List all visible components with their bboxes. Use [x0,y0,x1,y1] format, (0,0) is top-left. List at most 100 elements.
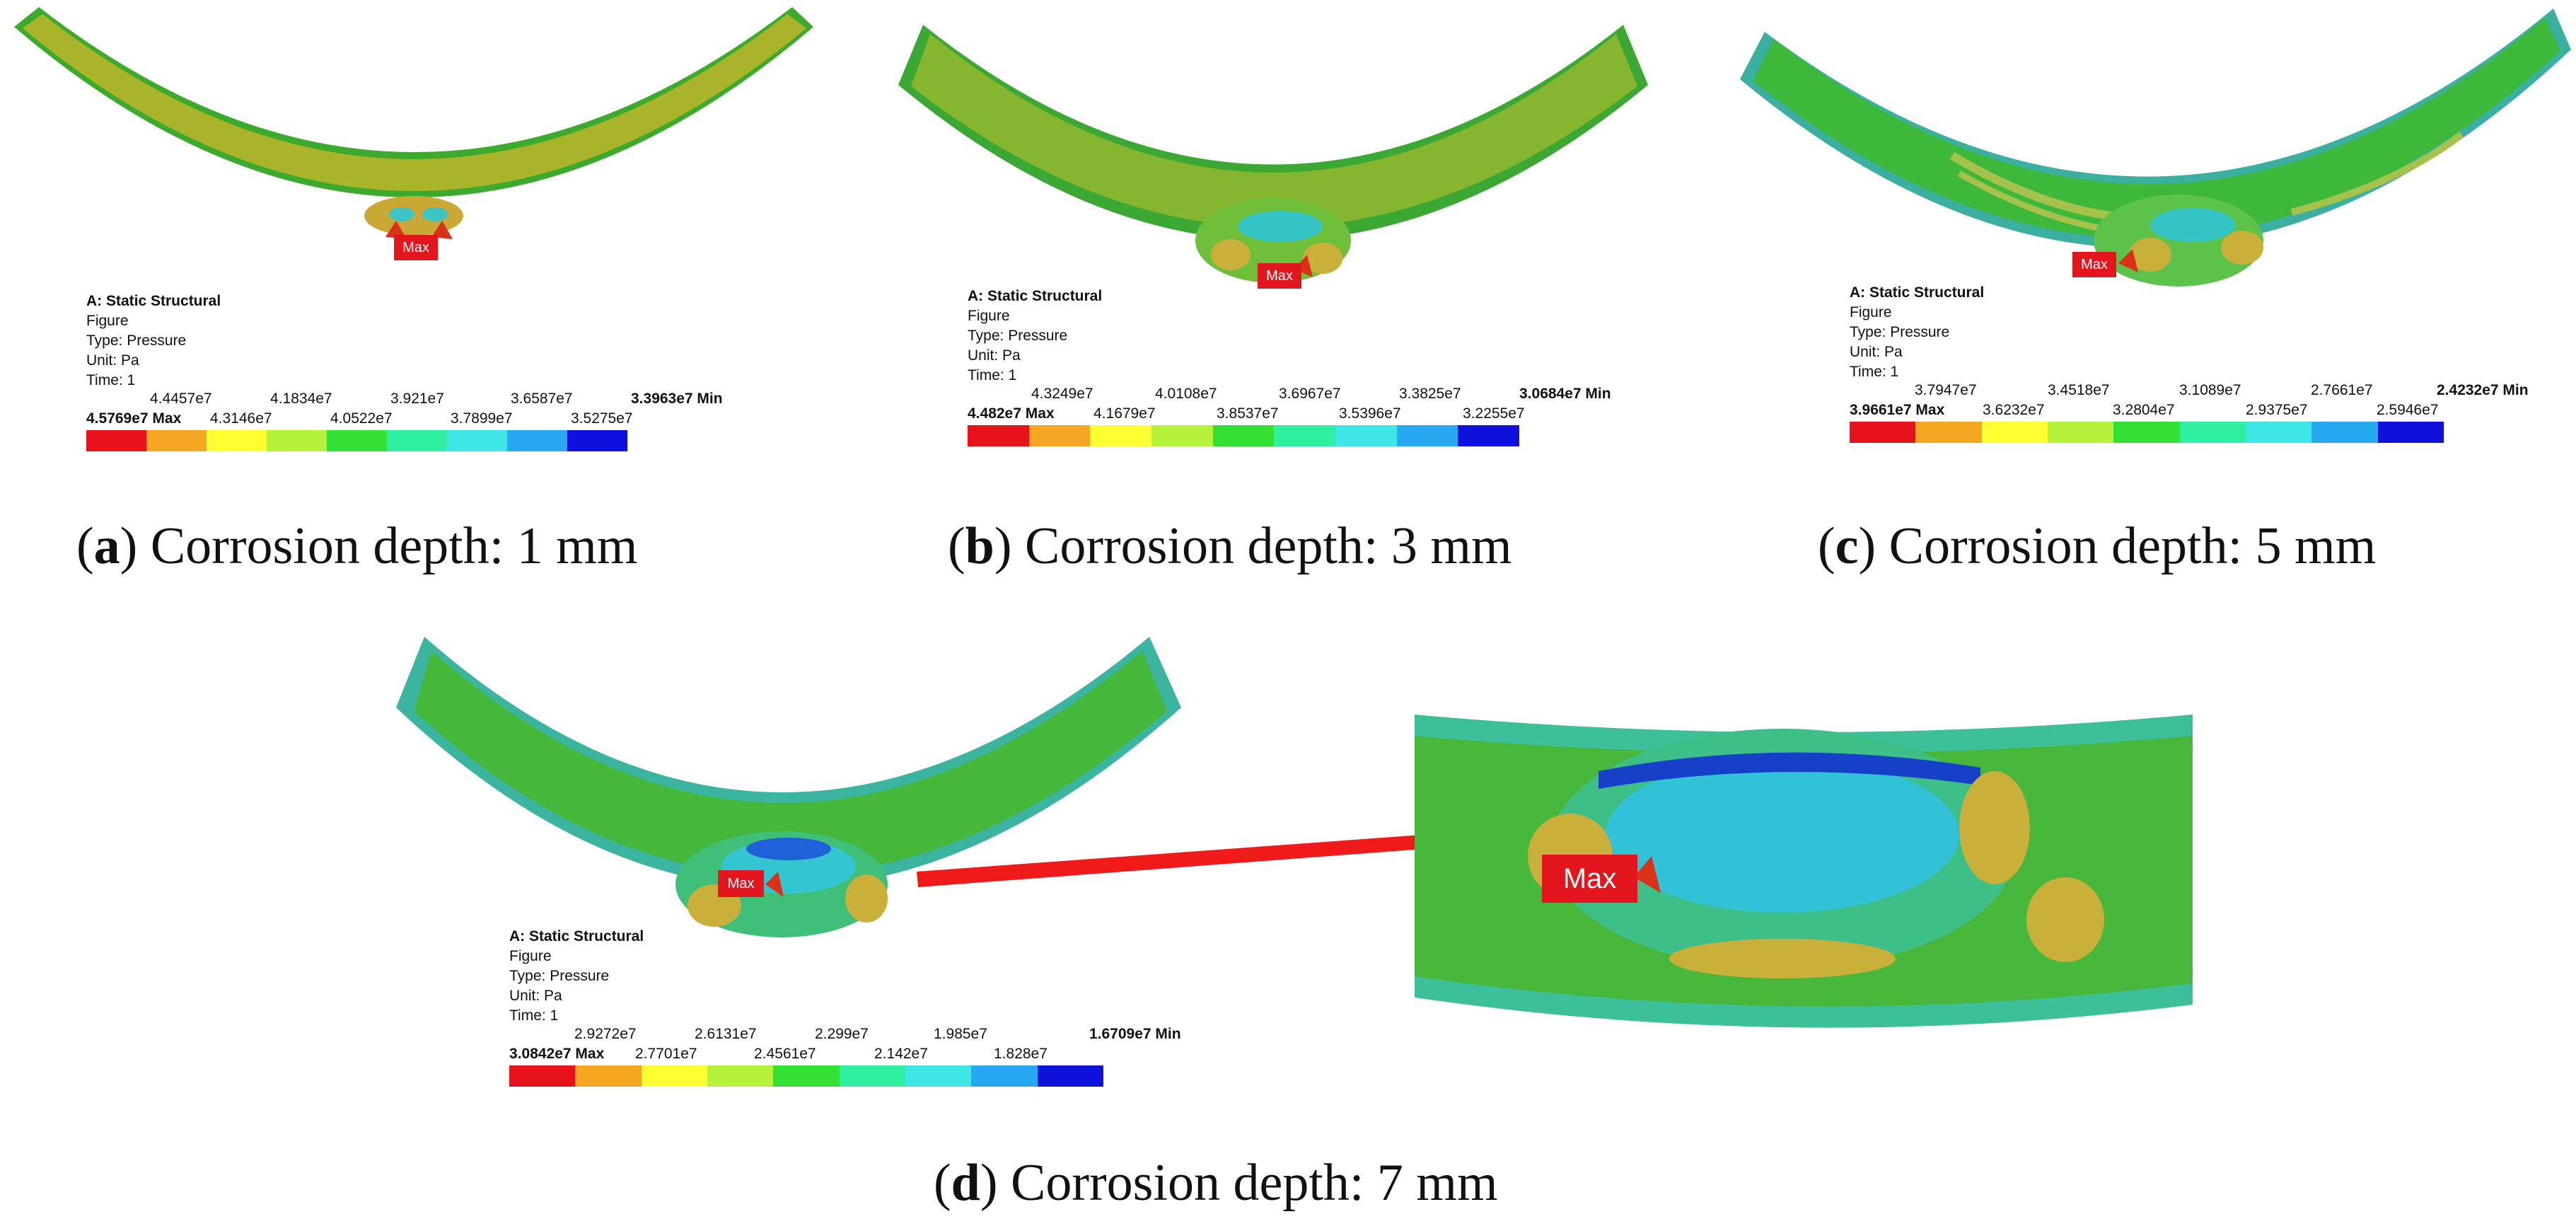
colorbar-segment [2113,422,2180,443]
legend-b-bottom-1: 4.1679e7 [1093,405,1156,422]
caption-b-text: Corrosion depth: 3 mm [1024,517,1512,575]
legend-a-unit: Unit: Pa [86,352,139,369]
max-marker-c-label: Max [2081,256,2108,272]
legend-c-bottom-0: 3.9661e7 Max [1850,402,1945,418]
legend-b-analysis: A: Static Structural [968,288,1103,304]
caption-d-label: d [951,1154,980,1212]
colorbar-segment [447,430,507,451]
legend-b-bottom-0: 4.482e7 Max [968,405,1055,422]
legend-c-top-2: 3.1089e7 [2179,382,2241,398]
colorbar-segment [773,1065,840,1087]
colorbar-segment [1850,422,1916,443]
zoom-inset-pipe [1415,715,2193,1028]
colorbar-segment [1396,425,1458,446]
colorbar-segment [1037,1065,1103,1087]
legend-d-top-1: 2.6131e7 [695,1026,757,1042]
zoom-inset: Max [1415,707,2193,1040]
legend-d-analysis: A: Static Structural [509,928,644,944]
legend-d-top-0: 2.9272e7 [574,1026,637,1042]
caption-d-text: Corrosion depth: 7 mm [1010,1154,1498,1212]
legend-d-type: Type: Pressure [509,968,610,984]
caption-a-text: Corrosion depth: 1 mm [150,517,638,575]
legend-a-bottom-1: 4.3146e7 [210,410,272,427]
legend-c-analysis: A: Static Structural [1850,284,1985,301]
colorbar-segment [2377,422,2444,443]
legend-a-top-1: 4.1834e7 [270,391,332,407]
colorbar-segment [1458,425,1520,446]
legend-b-top-3: 3.3825e7 [1399,386,1461,402]
caption-b-label: b [965,517,994,575]
panel-a: Max A: Static Structural Figure Type: Pr… [0,0,849,594]
colorbar-segment [1335,425,1397,446]
legend-a-analysis: A: Static Structural [86,293,221,309]
colorbar-a [86,430,627,451]
legend-d-bottom-1: 2.7701e7 [635,1046,697,1062]
colorbar-segment [267,430,327,451]
colorbar-segment [207,430,267,451]
legend-d-bottom-4: 1.828e7 [994,1046,1048,1062]
max-marker-c: Max [2072,252,2116,277]
legend-c-type: Type: Pressure [1850,324,1950,340]
legend-a-bottom-0: 4.5769e7 Max [86,410,182,427]
caption-c-text: Corrosion depth: 5 mm [1889,517,2377,575]
panel-c: Max A: Static Structural Figure Type: Pr… [1726,0,2575,594]
legend-c-bottom-1: 3.6232e7 [1983,402,2045,418]
colorbar-segment [2311,422,2378,443]
colorbar-segment [839,1065,905,1087]
colorbar-segment [641,1065,707,1087]
colorbar-segment [905,1065,972,1087]
max-marker-b: Max [1258,263,1301,289]
colorbar-segment [1090,425,1152,446]
colorbar-d [509,1065,1103,1087]
colorbar-segment [1151,425,1213,446]
legend-c: A: Static Structural Figure Type: Pressu… [1850,283,2529,443]
colorbar-segment [327,430,387,451]
caption-c-label: c [1835,517,1859,575]
panel-a-pipe-arc [14,7,813,239]
legend-b-top-2: 3.6967e7 [1279,386,1341,402]
legend-a-top-3: 3.6587e7 [511,391,573,407]
caption-b: (b) Corrosion depth: 3 mm [948,517,1512,575]
panel-c-pipe-arc [1740,8,2571,287]
colorbar-segment [1274,425,1336,446]
colorbar-segment [2245,422,2312,443]
legend-b: A: Static Structural Figure Type: Pressu… [968,287,1618,446]
legend-c-bottom-2: 3.2804e7 [2113,402,2175,418]
colorbar-segment [1028,425,1091,446]
legend-a-bottom-4: 3.5275e7 [571,410,633,427]
max-marker-zoom-label: Max [1562,862,1617,894]
colorbar-segment [86,430,146,451]
colorbar-segment [567,430,627,451]
legend-b-top-4: 3.0684e7 Min [1519,386,1611,402]
legend-c-top-4: 2.4232e7 Min [2437,382,2529,398]
legend-d: A: Static Structural Figure Type: Pressu… [509,927,1188,1087]
legend-a-top-2: 3.921e7 [390,391,444,407]
legend-d-top-2: 2.299e7 [815,1026,869,1042]
colorbar-segment [1212,425,1275,446]
panel-d: Max A: Static Structural Figure Type: Pr… [382,616,1498,1224]
legend-a-bottom-3: 3.7899e7 [451,410,513,427]
caption-a-label: a [93,517,120,575]
colorbar-c [1850,422,2444,443]
legend-b-name: Figure [968,308,1010,324]
caption-a: (a) Corrosion depth: 1 mm [76,517,638,575]
legend-b-unit: Unit: Pa [968,347,1021,364]
max-marker-b-label: Max [1266,267,1293,284]
legend-b-top-1: 4.0108e7 [1155,386,1217,402]
max-marker-d: Max [718,870,764,897]
legend-d-bottom-3: 2.142e7 [874,1046,928,1062]
colorbar-segment [2179,422,2246,443]
legend-c-top-1: 3.4518e7 [2048,382,2110,398]
legend-c-top-3: 2.7661e7 [2311,382,2373,398]
legend-a: A: Static Structural Figure Type: Pressu… [86,291,737,451]
max-marker-d-label: Max [727,875,755,891]
colorbar-segment [509,1065,576,1087]
max-marker-a: Max [394,235,438,260]
legend-d-top-3: 1.985e7 [934,1026,987,1042]
legend-a-name: Figure [86,313,129,329]
colorbar-segment [707,1065,774,1087]
legend-a-bottom-2: 4.0522e7 [330,410,393,427]
max-marker-a-label: Max [402,239,429,255]
legend-b-top-0: 4.3249e7 [1031,386,1093,402]
legend-c-bottom-3: 2.9375e7 [2246,402,2308,418]
